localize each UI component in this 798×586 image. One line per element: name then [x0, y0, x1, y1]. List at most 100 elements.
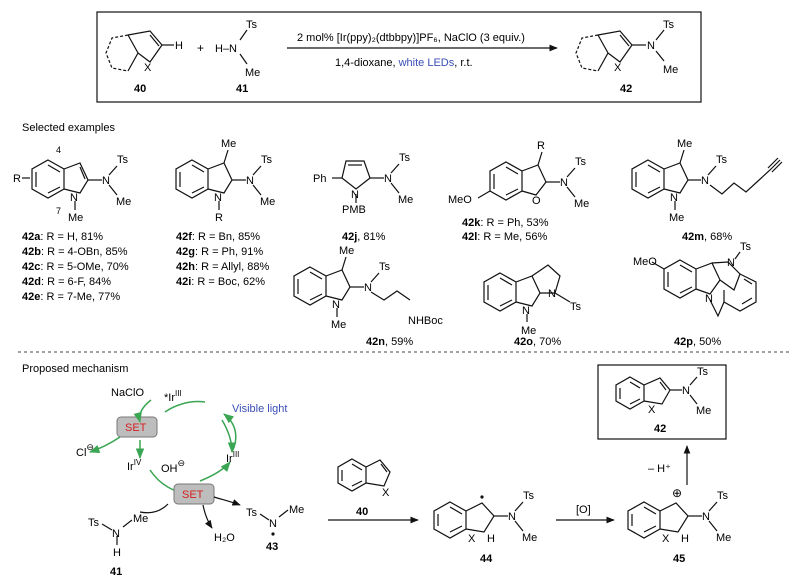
chloride-label: Cl⊖	[76, 442, 94, 459]
group-nhboc: NHBoc	[408, 315, 443, 327]
yield-line: 42l: R = Me, 56%	[462, 231, 548, 243]
group-me: Me	[398, 194, 413, 206]
atom-n: N	[682, 385, 690, 397]
product-me: Me	[663, 64, 678, 76]
product-label: 42	[620, 83, 632, 95]
plus-sign: +	[197, 41, 204, 55]
atom-n-ring: N	[332, 299, 340, 311]
atom-n-ring: N	[351, 189, 359, 201]
atom-x: X	[648, 404, 656, 416]
group-me-nring: Me	[331, 319, 346, 331]
product-frame	[597, 364, 727, 440]
radical-label: 43	[266, 541, 278, 553]
atom-n: N	[702, 511, 710, 523]
radical-n: N	[269, 518, 277, 530]
group-ts: Ts	[117, 154, 129, 166]
atom-n: N	[701, 175, 709, 187]
product-ts: Ts	[663, 19, 675, 31]
group-me-nring: Me	[521, 325, 536, 337]
example-indole-substituted: 4 7 R N N Ts Me Me	[13, 145, 131, 224]
reagent-hn: H–N	[215, 43, 237, 55]
visible-light-label: Visible light	[232, 403, 287, 415]
photoredox-cycle: NaClO *IrIII Visible light SET Cl⊖ IrIV …	[76, 387, 304, 578]
group-me: Me	[716, 532, 731, 544]
reactant-40-structure	[105, 30, 174, 72]
hydroxide-label: OH⊖	[161, 458, 185, 475]
reagent-me: Me	[133, 513, 148, 525]
example-tetracycle: MeO N N Ts 42p, 50%	[633, 241, 757, 348]
atom-h: H	[487, 533, 495, 545]
set-box	[173, 483, 215, 505]
conditions-bottom: 1,4-dioxane, white LEDs, r.t.	[335, 57, 473, 69]
product-42-structure	[575, 29, 665, 72]
conditions-top: 2 mol% [Ir(ppy)₂(dtbbpy)]PF₆, NaClO (3 e…	[297, 32, 525, 44]
group-me-nring: Me	[669, 212, 684, 224]
group-me-nring: Me	[68, 212, 83, 224]
reagent-ts: Ts	[246, 19, 258, 31]
group-ts: Ts	[523, 490, 535, 502]
top-reaction-scheme: H X 40 + H–N Ts Me 41 2 mol% [Ir(ppy)₂(d…	[96, 11, 702, 103]
r-group: R	[537, 140, 545, 152]
atom-n: N	[246, 175, 254, 187]
group-me: Me	[522, 532, 537, 544]
r-group: R	[215, 212, 223, 224]
reagent-label: 41	[236, 83, 248, 95]
atom-n-ring: N	[70, 192, 78, 204]
intermediate-44: X H N Ts Me 44	[433, 490, 537, 565]
reagent-n: N	[112, 528, 120, 540]
atom-n: N	[548, 288, 556, 300]
atom-h: H	[175, 40, 183, 52]
atom-n-ring: N	[705, 293, 713, 305]
example-benzofuran: R O MeO N Ts Me 42k: R = Ph, 53% 42l: R …	[448, 140, 589, 243]
group-meo: MeO	[448, 194, 472, 206]
yield-line: 42o, 70%	[514, 336, 561, 348]
yield-line: 42n, 59%	[366, 336, 413, 348]
group-ts: Ts	[717, 490, 729, 502]
group-ts: Ts	[575, 156, 587, 168]
radical-dot	[271, 532, 275, 536]
atom-n-ring: N	[522, 305, 530, 317]
example-1-yields: 42a: R = H, 81% 42b: R = 4-OBn, 85% 42c:…	[22, 231, 129, 303]
group-ts: Ts	[570, 301, 582, 313]
radical-addition-step: X 40	[328, 458, 419, 524]
ir-excited-label: *IrIII	[164, 389, 182, 404]
atom-n: N	[727, 257, 735, 269]
example-fused-tricycle: N N Ts Me 42o, 70%	[483, 264, 582, 348]
final-product-42: X N Ts Me 42	[597, 364, 727, 440]
product-label: 42	[654, 423, 666, 435]
yield-line: 42g: R = Ph, 91%	[176, 246, 263, 258]
group-me-c3: Me	[339, 245, 354, 257]
group-ts: Ts	[261, 154, 273, 166]
oxidant-label: [O]	[576, 504, 591, 516]
atom-n-ring: N	[670, 192, 678, 204]
radical-me: Me	[289, 504, 304, 516]
reagent-ts: Ts	[88, 517, 100, 529]
atom-n: N	[364, 282, 372, 294]
product-atom-n: N	[647, 40, 655, 52]
naclo-label: NaClO	[111, 387, 144, 399]
yield-line: 42j, 81%	[342, 231, 386, 243]
example-2-yields: 42f: R = Bn, 85% 42g: R = Ph, 91% 42h: R…	[176, 231, 269, 288]
atom-x: X	[662, 533, 670, 545]
atom-x: X	[468, 533, 476, 545]
yield-line: 42i: R = Boc, 62%	[176, 276, 265, 288]
yield-line: 42a: R = H, 81%	[22, 231, 103, 243]
intermediate-label: 44	[480, 553, 493, 565]
group-me-c3: Me	[221, 138, 236, 150]
group-ts: Ts	[716, 154, 728, 166]
example-alkyne: Me N N Ts Me 42m, 68%	[631, 138, 783, 243]
atom-n: N	[560, 177, 568, 189]
yield-line: 42d: R = 6-F, 84%	[22, 276, 111, 288]
water-label: H₂O	[214, 532, 235, 544]
position-7-label: 7	[56, 206, 61, 216]
group-ts: Ts	[697, 366, 709, 378]
intermediate-45: ⊕ X H N Ts Me 45	[627, 486, 731, 565]
yield-line: 42b: R = 4-OBn, 85%	[22, 246, 128, 258]
atom-n: N	[508, 511, 516, 523]
deprotonation-label: – H⁺	[648, 463, 671, 475]
atom-n: N	[384, 173, 392, 185]
scheme-frame	[96, 11, 702, 103]
radical-dot	[480, 495, 484, 499]
yield-line: 42p, 50%	[674, 336, 721, 348]
group-me: Me	[260, 196, 275, 208]
